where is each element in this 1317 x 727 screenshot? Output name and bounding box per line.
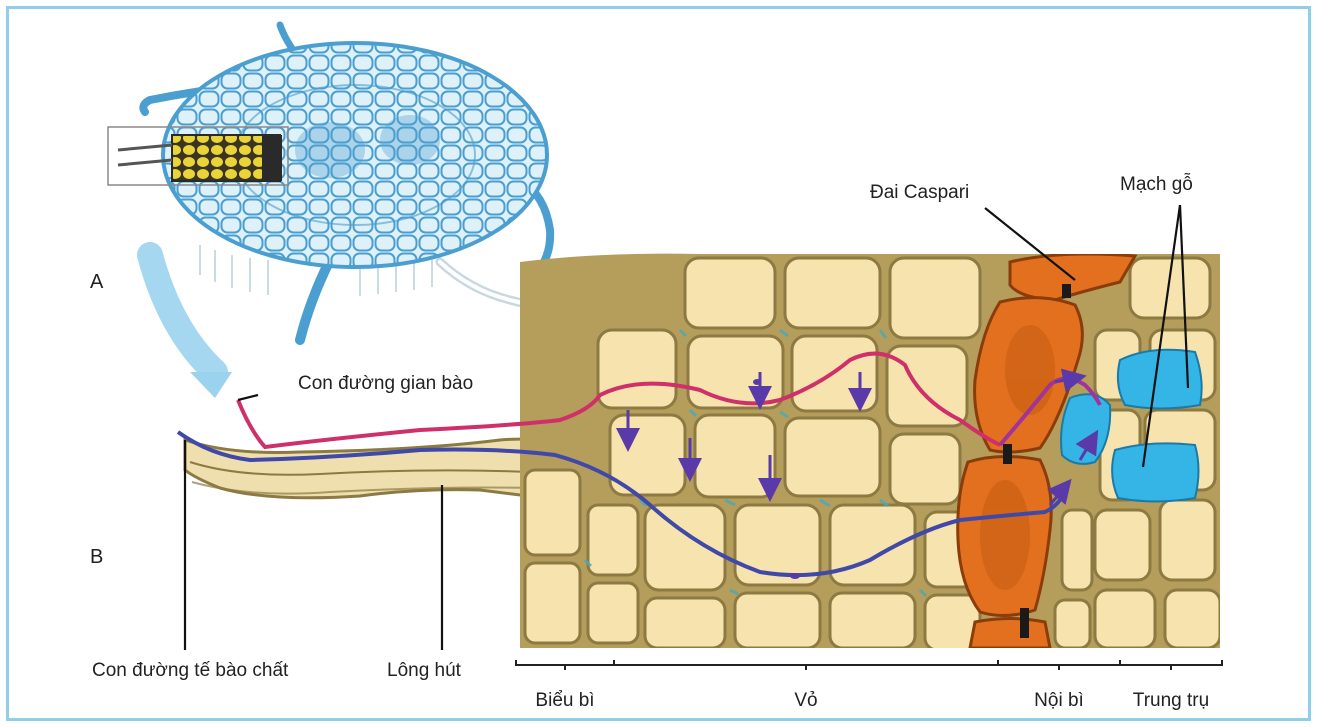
panel-label-a: A [90, 271, 104, 293]
label-apoplast: Con đường gian bào [298, 373, 473, 394]
region-brackets [516, 660, 1222, 670]
label-root-hair: Lông hút [387, 660, 462, 681]
panel-label-b: B [90, 546, 103, 568]
region-endodermis: Nội bì [1034, 690, 1084, 711]
root-tissue [500, 240, 1240, 660]
apoplast-leader [238, 395, 258, 400]
label-xylem: Mạch gỗ [1120, 173, 1193, 195]
root-hair-strand [185, 439, 560, 500]
region-epidermis: Biểu bì [535, 690, 594, 711]
label-symplast: Con đường tế bào chất [92, 660, 289, 681]
zoom-arrow [150, 255, 215, 372]
region-stele: Trung trụ [1133, 690, 1209, 711]
cross-section-illustration [108, 25, 575, 398]
region-cortex: Vỏ [794, 690, 817, 711]
label-casparian-strip: Đai Caspari [870, 182, 969, 203]
